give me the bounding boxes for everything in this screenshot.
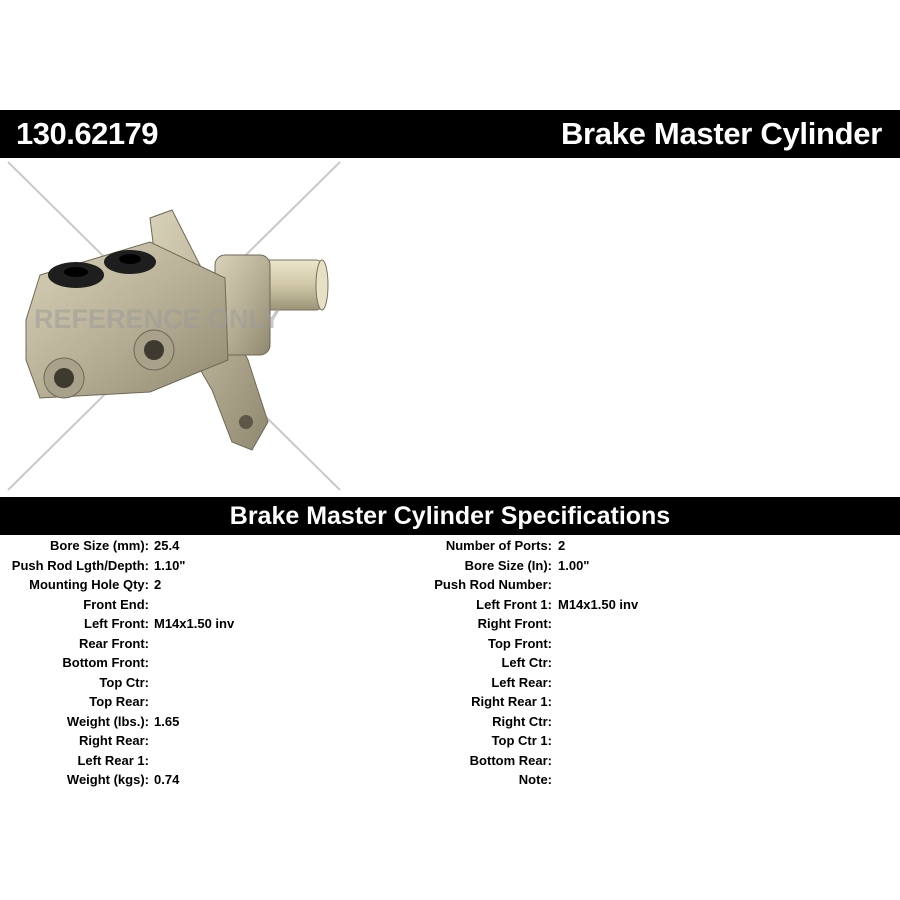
spec-label: Bottom Front: — [62, 655, 149, 670]
spec-row: Bore Size (mm): 25.4 — [0, 538, 420, 558]
product-image: REFERENCE ONLY — [0, 160, 345, 495]
spec-row: Rear Front: — [0, 636, 420, 656]
spec-value: M14x1.50 inv — [558, 596, 639, 612]
specs-right-column: Number of Ports: 2 Bore Size (In): 1.00" P… — [400, 538, 900, 792]
spec-label: Left Rear 1: — [77, 752, 149, 768]
spec-row: Note: — [400, 772, 900, 792]
header-bar: 130.62179 Brake Master Cylinder — [0, 110, 900, 158]
spec-row: Mounting Hole Qty: 2 — [0, 577, 420, 597]
spec-row: Left Rear: — [400, 675, 900, 695]
spec-value: 2 — [558, 538, 566, 553]
spec-value: 1.00" — [558, 557, 590, 573]
spec-label: Right Rear: — [78, 733, 149, 748]
spec-label: Weight (lbs.): — [66, 713, 149, 729]
spec-label: Push Rod Lgth/Depth: — [11, 557, 149, 573]
spec-label: Left Rear: — [491, 674, 552, 690]
mounting-hole — [239, 415, 253, 429]
spec-row: Weight (lbs.): 1.65 — [0, 714, 420, 734]
spec-label: Top Ctr: — [99, 674, 149, 690]
specifications-bar: Brake Master Cylinder Specifications — [0, 497, 900, 535]
spec-row: Left Front: M14x1.50 inv — [0, 616, 420, 636]
reference-watermark: REFERENCE ONLY — [34, 304, 281, 334]
spec-label: Right Ctr: — [492, 713, 552, 729]
spec-row: Push Rod Lgth/Depth: 1.10" — [0, 558, 420, 578]
spec-row: Top Ctr: — [0, 675, 420, 695]
spec-label: Bottom Rear: — [469, 752, 552, 768]
spec-value: 1.10" — [154, 557, 186, 573]
spec-row: Left Front 1: M14x1.50 inv — [400, 597, 900, 617]
spec-row: Right Rear 1: — [400, 694, 900, 714]
spec-label: Left Ctr: — [501, 655, 552, 670]
spec-label: Number of Ports: — [445, 538, 552, 553]
spec-row: Bottom Front: — [0, 655, 420, 675]
spec-label: Front End: — [83, 596, 149, 612]
spec-value: 25.4 — [154, 538, 180, 553]
push-rod — [261, 259, 323, 311]
master-cylinder-illustration: REFERENCE ONLY — [7, 161, 341, 491]
spec-row: Push Rod Number: — [400, 577, 900, 597]
spec-row: Left Ctr: — [400, 655, 900, 675]
specs-left-column: Bore Size (mm): 25.4 Push Rod Lgth/Depth:… — [0, 538, 420, 792]
spec-label: Top Front: — [487, 635, 552, 651]
spec-value: 1.65 — [154, 713, 180, 729]
spec-row: Bottom Rear: — [400, 753, 900, 773]
specifications-title: Brake Master Cylinder Specifications — [229, 502, 671, 530]
spec-label: Rear Front: — [78, 635, 149, 651]
spec-row: Top Ctr 1: — [400, 733, 900, 753]
part-number: 130.62179 — [16, 116, 159, 151]
spec-label: Left Front: — [84, 616, 149, 631]
spec-label: Top Rear: — [89, 694, 149, 709]
spec-label: Left Front 1: — [476, 596, 552, 612]
spec-value: 0.74 — [154, 772, 180, 787]
spec-label: Note: — [518, 772, 552, 787]
spec-row: Top Front: — [400, 636, 900, 656]
spec-row: Weight (kgs): 0.74 — [0, 772, 420, 792]
spec-row: Right Front: — [400, 616, 900, 636]
spec-row: Right Rear: — [0, 733, 420, 753]
spec-row: Top Rear: — [0, 694, 420, 714]
spec-value: 2 — [154, 577, 162, 592]
spec-label: Weight (kgs): — [66, 772, 149, 787]
spec-label: Mounting Hole Qty: — [29, 577, 149, 592]
spec-label: Bore Size (mm): — [50, 538, 149, 553]
spec-row: Number of Ports: 2 — [400, 538, 900, 558]
spec-label: Right Rear 1: — [471, 694, 552, 709]
spec-label: Top Ctr 1: — [491, 733, 552, 748]
spec-row: Bore Size (In): 1.00" — [400, 558, 900, 578]
spec-row: Left Rear 1: — [0, 753, 420, 773]
spec-row: Front End: — [0, 597, 420, 617]
spec-value: M14x1.50 inv — [154, 616, 235, 631]
spec-label: Push Rod Number: — [434, 577, 552, 592]
spec-label: Bore Size (In): — [464, 557, 552, 573]
product-title: Brake Master Cylinder — [560, 116, 882, 151]
spec-row: Right Ctr: — [400, 714, 900, 734]
spec-label: Right Front: — [477, 616, 552, 631]
